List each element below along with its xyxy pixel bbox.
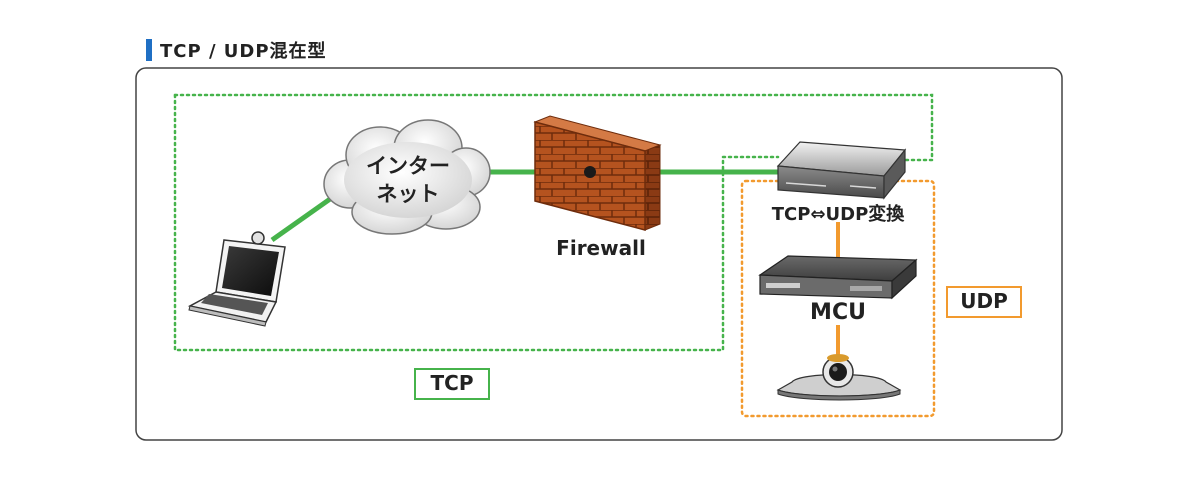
cloud-icon <box>323 119 491 235</box>
firewall-label: Firewall <box>556 236 646 260</box>
title-accent-bar <box>146 39 152 61</box>
diagram-title: TCP / UDP混在型 <box>146 38 327 62</box>
udp-label: UDP <box>946 286 1022 318</box>
mcu-label: MCU <box>810 300 866 325</box>
internet-label-line2: ネット <box>376 182 440 206</box>
internet-label-line1: インター <box>366 154 450 178</box>
tcp-region-top <box>173 93 934 162</box>
laptop-icon <box>187 231 286 327</box>
firewall-icon <box>533 115 662 231</box>
link-laptop-internet <box>270 189 342 243</box>
tcp-region-bottom <box>173 93 780 352</box>
internet-label: インター ネット <box>366 152 450 208</box>
mcu-device-icon <box>758 255 918 300</box>
camera-icon <box>776 354 902 401</box>
converter-label: TCP⇔UDP変換 <box>771 204 905 225</box>
network-device-icon <box>776 141 907 200</box>
tcp-label: TCP <box>414 368 490 400</box>
title-text: TCP / UDP混在型 <box>160 41 327 62</box>
